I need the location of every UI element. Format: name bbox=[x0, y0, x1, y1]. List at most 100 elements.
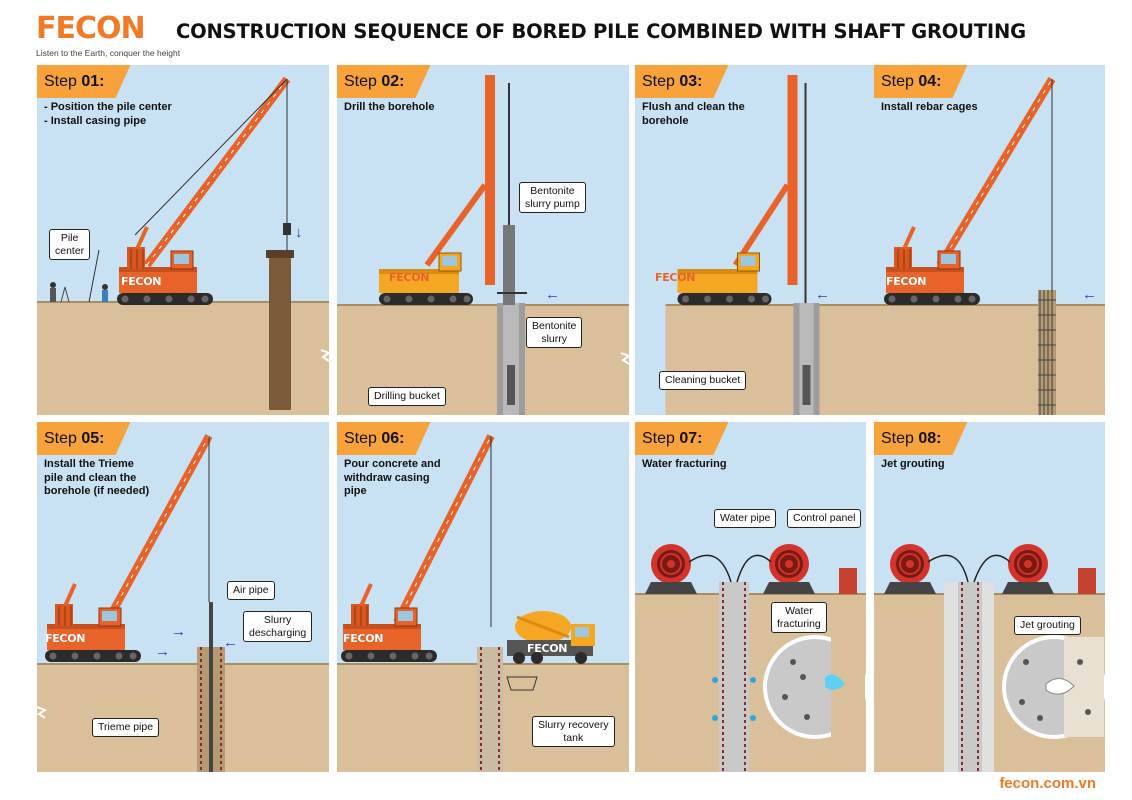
arrow-left-icon: ← bbox=[815, 286, 830, 303]
callout-line: Water pipe bbox=[720, 512, 771, 524]
callout-control-panel: Control panel bbox=[787, 509, 862, 528]
callout-slurry-recovery-tank: Slurry recovery tank bbox=[532, 716, 615, 747]
callout-line: descharging bbox=[249, 626, 307, 639]
description-line: - Position the pile center bbox=[44, 101, 172, 113]
step-05-panel: FECON Step 05: Install the Trieme pile a… bbox=[37, 422, 329, 772]
step-06-panel: FECON FECON Step 06: Pour concrete and w… bbox=[337, 422, 629, 772]
callout-line: slurry pump bbox=[525, 197, 580, 210]
step-02-illustration bbox=[337, 75, 629, 415]
step-01-tab: Step 01: bbox=[37, 65, 131, 98]
callout-cleaning-bucket: Cleaning bucket bbox=[659, 371, 747, 390]
step-number: 06: bbox=[381, 430, 405, 447]
callout-line: Air pipe bbox=[233, 584, 269, 596]
step-07-panel: Step 07: Water fracturing Water pipe Con… bbox=[635, 422, 866, 772]
callout-line: Bentonite bbox=[530, 185, 575, 197]
step-03-tab: Step 03: bbox=[635, 65, 729, 98]
callout-line: Drilling bucket bbox=[374, 390, 440, 402]
step-08-illustration bbox=[874, 543, 1105, 772]
callout-line: Slurry recovery bbox=[538, 719, 609, 731]
description-line: Flush and clean the bbox=[642, 101, 745, 113]
callout-line: fracturing bbox=[777, 617, 821, 630]
crane-logo: FECON bbox=[343, 632, 384, 645]
step-label: Step bbox=[642, 73, 680, 90]
step-05-tab: Step 05: bbox=[37, 422, 131, 455]
arrow-down-icon: ↓ bbox=[295, 224, 303, 241]
callout-line: Water bbox=[785, 605, 813, 617]
description-line: Install the Trieme bbox=[44, 458, 134, 470]
step-number: 04: bbox=[918, 73, 942, 90]
description-line: Install rebar cages bbox=[881, 101, 978, 113]
brand-logo: FECON Listen to the Earth, conquer the h… bbox=[36, 12, 180, 64]
step-01-panel: FECON Step 01: - Position the pile cente… bbox=[37, 65, 329, 415]
callout-slurry-descharging: Slurry descharging bbox=[243, 611, 313, 642]
callout-bentonite-slurry-pump: Bentonite slurry pump bbox=[519, 182, 586, 213]
crane-logo: FECON bbox=[886, 275, 927, 288]
description-line: borehole bbox=[642, 114, 689, 127]
step-number: 03: bbox=[679, 73, 703, 90]
step-08-description: Jet grouting bbox=[881, 458, 1021, 472]
description-line: Jet grouting bbox=[881, 458, 945, 470]
callout-line: tank bbox=[563, 731, 584, 744]
step-number: 02: bbox=[381, 73, 405, 90]
step-03-description: Flush and clean the borehole bbox=[642, 101, 782, 128]
callout-line: Trieme pipe bbox=[98, 721, 154, 733]
step-06-tab: Step 06: bbox=[337, 422, 431, 455]
step-label: Step bbox=[44, 73, 82, 90]
callout-bentonite-slurry: Bentonite slurry bbox=[526, 317, 583, 348]
step-label: Step bbox=[344, 73, 382, 90]
step-06-description: Pour concrete and withdraw casing pipe bbox=[344, 458, 484, 499]
callout-air-pipe: Air pipe bbox=[227, 581, 275, 600]
step-08-tab: Step 08: bbox=[874, 422, 968, 455]
callout-line: slurry bbox=[541, 332, 568, 345]
arrow-left-icon: ← bbox=[545, 286, 560, 303]
website-link[interactable]: fecon.com.vn bbox=[999, 775, 1096, 792]
page-title: CONSTRUCTION SEQUENCE OF BORED PILE COMB… bbox=[176, 20, 1026, 43]
step-01-illustration bbox=[37, 76, 329, 415]
description-line: Water fracturing bbox=[642, 458, 727, 470]
callout-trieme-pipe: Trieme pipe bbox=[92, 718, 160, 737]
callout-drilling-bucket: Drilling bucket bbox=[368, 387, 446, 406]
callout-line: Control panel bbox=[793, 512, 856, 524]
callout-line: Cleaning bucket bbox=[665, 374, 741, 386]
step-05-illustration bbox=[37, 434, 329, 772]
rig-logo: FECON bbox=[389, 271, 430, 284]
description-line: borehole (if needed) bbox=[44, 485, 150, 497]
callout-line: Bentonite bbox=[532, 320, 577, 332]
step-02-panel: FECON Step 02: Drill the borehole Benton… bbox=[337, 65, 629, 415]
truck-logo: FECON bbox=[527, 642, 568, 655]
step-number: 07: bbox=[679, 430, 703, 447]
step-label: Step bbox=[642, 430, 680, 447]
arrow-right-icon: → bbox=[171, 623, 186, 640]
rig-logo: FECON bbox=[655, 271, 696, 284]
step-label: Step bbox=[44, 430, 82, 447]
description-line: Pour concrete and bbox=[344, 458, 441, 470]
description-line: pile and clean the bbox=[44, 471, 137, 484]
crane-logo: FECON bbox=[45, 632, 86, 645]
callout-water-fracturing: Water fracturing bbox=[771, 602, 827, 633]
callout-line: Jet grouting bbox=[1020, 619, 1075, 631]
callout-line: Slurry bbox=[263, 614, 292, 626]
description-line: pipe bbox=[344, 485, 367, 497]
step-number: 05: bbox=[81, 430, 105, 447]
arrow-right-icon: → bbox=[155, 643, 170, 660]
step-04-panel: FECON Step 04: Install rebar cages ← bbox=[874, 65, 1105, 415]
step-07-tab: Step 07: bbox=[635, 422, 729, 455]
step-08-panel: Step 08: Jet grouting Jet grouting bbox=[874, 422, 1105, 772]
step-label: Step bbox=[881, 73, 919, 90]
step-02-tab: Step 02: bbox=[337, 65, 431, 98]
step-04-tab: Step 04: bbox=[874, 65, 968, 98]
step-02-description: Drill the borehole bbox=[344, 101, 484, 115]
step-07-illustration bbox=[635, 543, 866, 772]
step-04-description: Install rebar cages bbox=[881, 101, 1021, 115]
step-07-description: Water fracturing bbox=[642, 458, 782, 472]
description-line: withdraw casing bbox=[344, 471, 430, 484]
description-line: - Install casing pipe bbox=[44, 114, 147, 127]
callout-jet-grouting: Jet grouting bbox=[1014, 616, 1081, 635]
step-number: 01: bbox=[81, 73, 105, 90]
step-03-illustration bbox=[665, 75, 897, 415]
step-number: 08: bbox=[918, 430, 942, 447]
callout-line: Pile bbox=[60, 232, 79, 244]
callout-line: center bbox=[55, 244, 85, 257]
step-01-description: - Position the pile center - Install cas… bbox=[44, 101, 184, 128]
step-05-description: Install the Trieme pile and clean the bo… bbox=[44, 458, 184, 499]
